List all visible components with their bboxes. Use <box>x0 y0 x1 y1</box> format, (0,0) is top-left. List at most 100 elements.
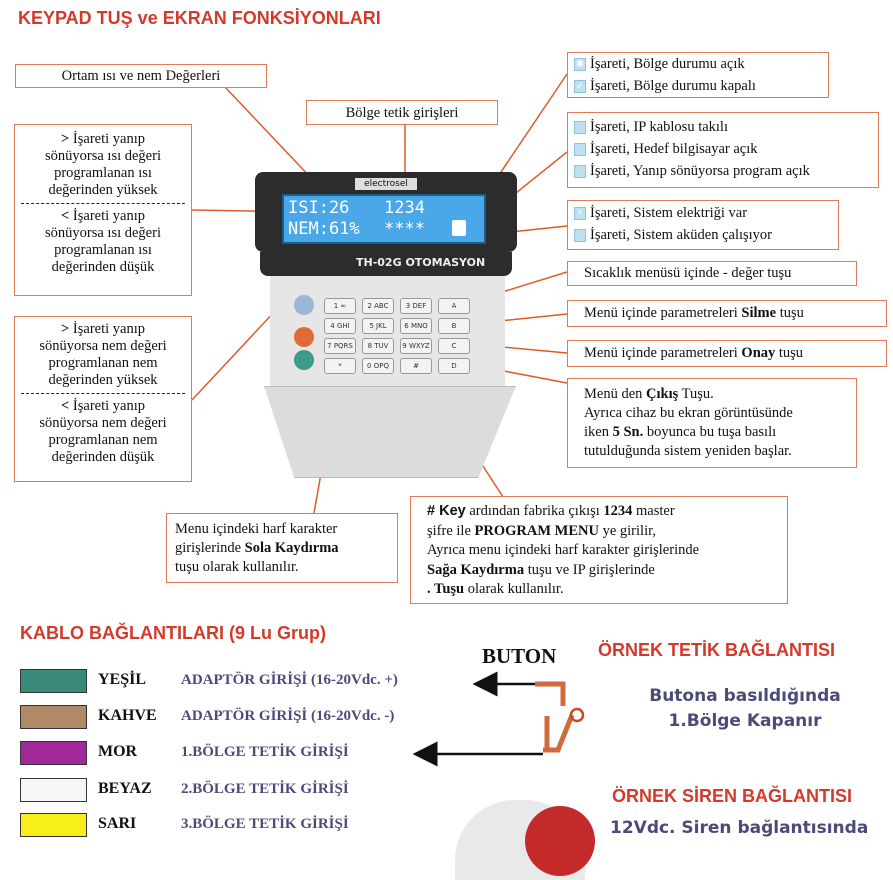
battery-text: İşareti, Sistem aküden çalışıyor <box>590 227 773 243</box>
key-a[interactable]: A <box>438 298 470 314</box>
exit-2: Ayrıca cihaz bu ekran görüntüsünde <box>584 405 793 421</box>
gt-symbol: > <box>61 321 70 337</box>
example-desc: Butona basıldığında 1.Bölge Kapanır <box>605 684 885 734</box>
battery-icon <box>574 229 586 242</box>
lcd-line2: NEM:61% <box>288 219 360 239</box>
lcd-line1: ISI:26 <box>288 198 350 218</box>
callout-power: ⚡İşareti, Sistem elektriği var İşareti, … <box>567 200 839 250</box>
hash-2-post: ye girilir, <box>598 522 656 539</box>
example-line1: Butona basıldığında <box>649 686 841 706</box>
key-0[interactable]: 0 OPQ <box>362 358 394 374</box>
isi-low-1: İşareti yanıp <box>72 208 145 224</box>
nem-low-3: programlanan nem <box>48 432 158 448</box>
callout-confirm: Menü içinde parametreleri Onay tuşu <box>567 340 887 367</box>
hash-2-bold: PROGRAM MENU <box>474 522 599 539</box>
cable-swatch-green <box>20 669 87 693</box>
cable-name: KAHVE <box>98 707 157 724</box>
delete-bold: Silme <box>741 305 777 321</box>
key-3[interactable]: 3 DEF <box>400 298 432 314</box>
device-model-bar: TH-02G OTOMASYON <box>260 252 512 276</box>
cables-title: KABLO BAĞLANTILARI (9 Lu Grup) <box>20 623 326 643</box>
key-star[interactable]: * <box>324 358 356 374</box>
cable-swatch-white <box>20 778 87 802</box>
hash-5-post: olarak kullanılır. <box>464 581 564 597</box>
program-icon <box>574 165 586 178</box>
lcd-screen: ISI:26 1234 NEM:61% **** <box>282 194 486 244</box>
cable-desc: 1.BÖLGE TETİK GİRİŞİ <box>181 744 349 760</box>
callout-nem: > İşareti yanıp sönüyorsa nem değeri pro… <box>14 316 192 482</box>
exit-3-pre: iken <box>584 424 613 440</box>
zone-closed-text: İşareti, Bölge durumu kapalı <box>590 78 756 94</box>
hash-4-bold: Sağa Kaydırma <box>427 561 525 578</box>
page-title: KEYPAD TUŞ ve EKRAN FONKSİYONLARI <box>18 8 381 28</box>
lcd-line2-right: **** <box>384 219 425 239</box>
delete-pre: Menü içinde parametreleri <box>584 305 742 321</box>
confirm-pre: Menü içinde parametreleri <box>584 345 742 361</box>
device-model: TH-02G OTOMASYON <box>356 256 486 269</box>
target-pc-text: İşareti, Hedef bilgisayar açık <box>590 141 758 157</box>
callout-isi: > İşareti yanıp sönüyorsa ısı değeri pro… <box>14 124 192 296</box>
exit-4: tutulduğunda sistem yeniden başlar. <box>584 443 792 459</box>
hash-1-post: master <box>632 503 675 519</box>
isi-low-4: değerinden düşük <box>51 259 155 275</box>
cable-name: BEYAZ <box>98 780 152 797</box>
key-d[interactable]: D <box>438 358 470 374</box>
hash-3: Ayrıca menu içindeki harf karakter giriş… <box>427 542 700 558</box>
key-9[interactable]: 9 WXYZ <box>400 338 432 354</box>
power-text: İşareti, Sistem elektriği var <box>590 205 748 221</box>
cable-swatch-purple <box>20 741 87 765</box>
callout-exit: Menü den Çıkış Tuşu. Ayrıca cihaz bu ekr… <box>567 378 857 468</box>
nem-high-4: değerinden yüksek <box>48 372 158 388</box>
hash-1-bold-b: 1234 <box>603 503 633 519</box>
key-2[interactable]: 2 ABC <box>362 298 394 314</box>
isi-high-3: programlanan ısı <box>54 165 152 181</box>
target-pc-icon <box>574 143 586 156</box>
program-active-text: İşareti, Yanıp sönüyorsa program açık <box>590 163 810 179</box>
key-hash[interactable]: # <box>400 358 432 374</box>
callout-ortam: Ortam ısı ve nem Değerleri <box>15 64 267 88</box>
cable-name: SARI <box>98 815 137 832</box>
zone-open-icon: ✱ <box>574 58 586 71</box>
cable-swatch-yellow <box>20 813 87 837</box>
exit-3-post: boyunca bu tuşa basılı <box>643 424 777 440</box>
nem-high-2: sönüyorsa nem değeri <box>39 338 167 354</box>
zone-closed-icon: ✓ <box>574 80 586 93</box>
left-scroll-3: tuşu olarak kullanılır. <box>175 559 299 575</box>
key-1[interactable]: 1 ∞ <box>324 298 356 314</box>
key-4[interactable]: 4 GHI <box>324 318 356 334</box>
nem-low-4: değerinden düşük <box>51 449 155 465</box>
cable-desc: 3.BÖLGE TETİK GİRİŞİ <box>181 816 349 832</box>
nem-low-2: sönüyorsa nem değeri <box>39 415 167 431</box>
confirm-bold: Onay <box>741 345 776 361</box>
example-title: ÖRNEK TETİK BAĞLANTISI <box>598 640 835 660</box>
key-b[interactable]: B <box>438 318 470 334</box>
siren-red-dome <box>525 806 595 876</box>
siren-title: ÖRNEK SİREN BAĞLANTISI <box>612 786 853 806</box>
key-c[interactable]: C <box>438 338 470 354</box>
zone-open-text: İşareti, Bölge durumu açık <box>590 56 745 72</box>
isi-low-2: sönüyorsa ısı değeri <box>45 225 161 241</box>
divider <box>21 393 185 394</box>
left-scroll-1: Menu içindeki harf karakter <box>175 521 338 537</box>
example-line2: 1.Bölge Kapanır <box>668 711 822 731</box>
hash-2-pre: şifre ile <box>427 522 475 539</box>
siren-text: 12Vdc. Siren bağlantısında <box>610 818 869 838</box>
key-6[interactable]: 6 MNO <box>400 318 432 334</box>
nem-low-1: İşareti yanıp <box>72 398 145 414</box>
key-5[interactable]: 5 JKL <box>362 318 394 334</box>
buton-label: BUTON <box>482 644 557 668</box>
callout-ip: İşareti, IP kablosu takılı İşareti, Hede… <box>567 112 879 188</box>
key-8[interactable]: 8 TUV <box>362 338 394 354</box>
callout-zone: ✱ İşareti, Bölge durumu açık ✓ İşareti, Bö… <box>567 52 829 98</box>
hash-1-mid: ardından fabrika çıkışı <box>465 503 604 519</box>
ip-cable-text: İşareti, IP kablosu takılı <box>590 119 728 135</box>
hash-1-bold-a: # Key <box>427 503 466 519</box>
indicator-green <box>294 350 314 370</box>
device-flap <box>264 386 516 478</box>
key-7[interactable]: 7 PQRS <box>324 338 356 354</box>
cable-desc: 2.BÖLGE TETİK GİRİŞİ <box>181 781 349 797</box>
cable-desc: ADAPTÖR GİRİŞİ (16-20Vdc. -) <box>181 708 395 724</box>
nem-high-3: programlanan nem <box>48 355 158 371</box>
exit-1-pre: Menü den <box>584 386 647 402</box>
cable-name: MOR <box>98 743 138 760</box>
